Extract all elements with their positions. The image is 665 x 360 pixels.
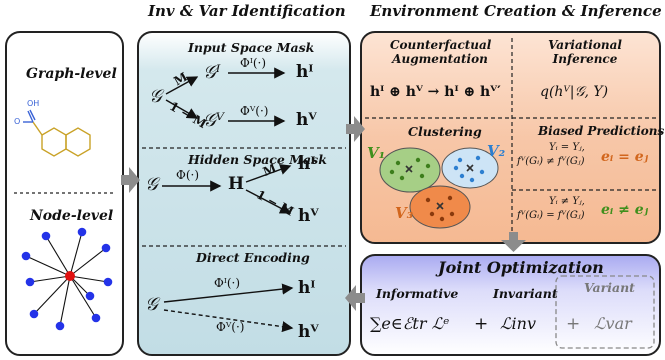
input-phi-i: Φᴵ(·) (240, 56, 266, 70)
bp2-line1: Yᵢ ≠ Yⱼ, (549, 196, 585, 207)
bp2-result: eᵢ ≠ eⱼ (601, 202, 649, 218)
bp1-result: eᵢ = eⱼ (601, 149, 649, 165)
direct-phi-v: Φⱽ(·) (216, 320, 245, 334)
title-environment: Environment Creation & Inference (370, 2, 662, 20)
joint-panel (360, 254, 661, 356)
direct-g: 𝒢 (145, 294, 158, 315)
arrow-env-to-joint (501, 232, 526, 252)
variant-loss: ℒvar (594, 314, 632, 333)
variational-label: Variational Inference (548, 38, 622, 66)
joint-optimization-title: Joint Optimization (438, 258, 604, 277)
counterfactual-formula: hᴵ ⊕ hⱽ → hᴵ ⊕ hⱽ′ (370, 84, 501, 100)
arrow-middle-to-env (346, 116, 365, 142)
hidden-g: 𝒢 (145, 174, 158, 195)
star-graph (25, 231, 109, 327)
bp2-line2: fⱽ(Gᵢ) = fⱽ(Gⱼ) (517, 210, 585, 221)
molecule-drawing (23, 109, 91, 157)
informative-label: Informative (376, 286, 459, 301)
input-hv: hⱽ (296, 110, 317, 130)
direct-phi-i: Φᴵ(·) (214, 276, 240, 290)
direct-encoding-label: Direct Encoding (196, 250, 310, 265)
hidden-space-mask-label: Hidden Space Mask (188, 152, 327, 167)
hidden-hv: hⱽ (298, 206, 319, 226)
bp1-line2: fⱽ(Gᵢ) ≠ fⱽ(Gⱼ) (517, 156, 585, 167)
direct-hi: hᴵ (298, 278, 316, 298)
arrow-joint-to-middle (345, 285, 365, 311)
input-g: 𝒢 (149, 86, 162, 107)
molecule-o-label: O (14, 117, 21, 126)
counterfactual-label: Counterfactual Augmentation (390, 38, 492, 66)
molecule-oh-label: OH (27, 99, 40, 108)
variant-label: Variant (584, 280, 635, 295)
informative-formula: ∑e∈ℰtr ℒᵉ (370, 314, 450, 333)
bp1-line1: Yᵢ = Yⱼ, (549, 142, 585, 153)
graph-level-label: Graph-level (26, 66, 117, 82)
input-hi: hᴵ (296, 62, 314, 82)
biased-predictions-label: Biased Predictions (538, 124, 665, 138)
invariant-label: Invariant (493, 286, 558, 301)
plus-2: + (566, 314, 581, 334)
clustering-label: Clustering (408, 124, 482, 139)
cluster-v1-label: V₁ (367, 144, 386, 162)
variant-dashed-box (555, 275, 655, 349)
title-inv-var: Inv & Var Identification (148, 2, 346, 20)
variational-formula: q(hⱽ|𝒢, Y) (540, 84, 609, 100)
arrow-left-to-middle (121, 167, 140, 193)
input-space-mask-label: Input Space Mask (188, 40, 315, 55)
cluster-v3-label: V₃ (395, 204, 414, 222)
invariant-loss: ℒinv (500, 314, 536, 333)
hidden-phi: Φ(·) (176, 168, 200, 182)
direct-hv: hⱽ (298, 322, 319, 342)
input-gi: 𝒢ᴵ (203, 62, 221, 83)
hidden-hi: hᴵ (298, 154, 316, 174)
star-center-node (65, 271, 75, 281)
hidden-h: H (228, 174, 245, 194)
node-level-label: Node-level (30, 208, 114, 224)
input-gv: 𝒢ⱽ (203, 110, 224, 131)
input-phi-v: Φⱽ(·) (240, 104, 269, 118)
star-graph-nodes (21, 227, 113, 331)
cluster-v2-label: V₂ (487, 142, 506, 160)
plus-1: + (474, 314, 489, 334)
